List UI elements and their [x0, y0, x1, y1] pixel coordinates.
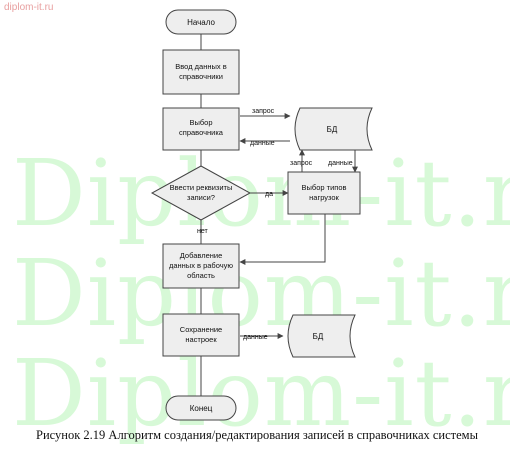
- save-settings-process: [162, 313, 240, 357]
- edge-label-no: нет: [197, 228, 209, 235]
- save-label-1: Сохранение: [180, 325, 222, 334]
- save-label-2: настроек: [185, 335, 217, 344]
- input-process: [162, 49, 240, 95]
- watermark-3: Diplom-it.ru: [12, 340, 510, 447]
- start-terminator: [165, 9, 237, 35]
- edge-label-data-2: данные: [328, 160, 353, 167]
- database-bottom-label: БД: [313, 332, 324, 341]
- database-bottom: [287, 314, 356, 358]
- edge-label-request-2: запрос: [290, 160, 313, 167]
- edge-label-data-3: данные: [243, 334, 268, 341]
- types-label-1: Выбор типов: [302, 183, 347, 192]
- types-label-2: нагрузок: [309, 193, 339, 202]
- select-directory-process: [162, 107, 240, 151]
- database-top-label: БД: [327, 125, 338, 134]
- site-label[interactable]: diplom-it.ru: [4, 2, 54, 13]
- load-types-process: [287, 171, 361, 215]
- edge-types-add: [239, 214, 326, 265]
- add-label-1: Добавление: [180, 251, 223, 260]
- input-label-1: Ввод данных в: [175, 62, 226, 71]
- input-label-2: справочники: [179, 72, 223, 81]
- edge-label-yes: да: [265, 191, 273, 198]
- connectors: [200, 34, 358, 396]
- end-terminator: [165, 395, 237, 421]
- add-label-2: данных в рабочую: [169, 261, 233, 270]
- add-label-3: область: [187, 271, 215, 280]
- decision-diamond: [150, 165, 252, 221]
- figure-caption: Рисунок 2.19 Алгоритм создания/редактиро…: [36, 428, 478, 442]
- watermark-2: Diplom-it.ru: [12, 240, 510, 347]
- decision-label-1: Ввести реквизиты: [170, 183, 233, 192]
- edge-label-data: данные: [250, 140, 275, 147]
- select-label-2: справочника: [179, 128, 224, 137]
- start-label: Начало: [187, 18, 215, 27]
- edge-label-request: запрос: [252, 108, 275, 115]
- database-top: [294, 107, 373, 151]
- add-data-process: [162, 243, 240, 289]
- end-label: Конец: [190, 404, 213, 413]
- select-label-1: Выбор: [189, 118, 212, 127]
- decision-label-2: записи?: [187, 193, 215, 202]
